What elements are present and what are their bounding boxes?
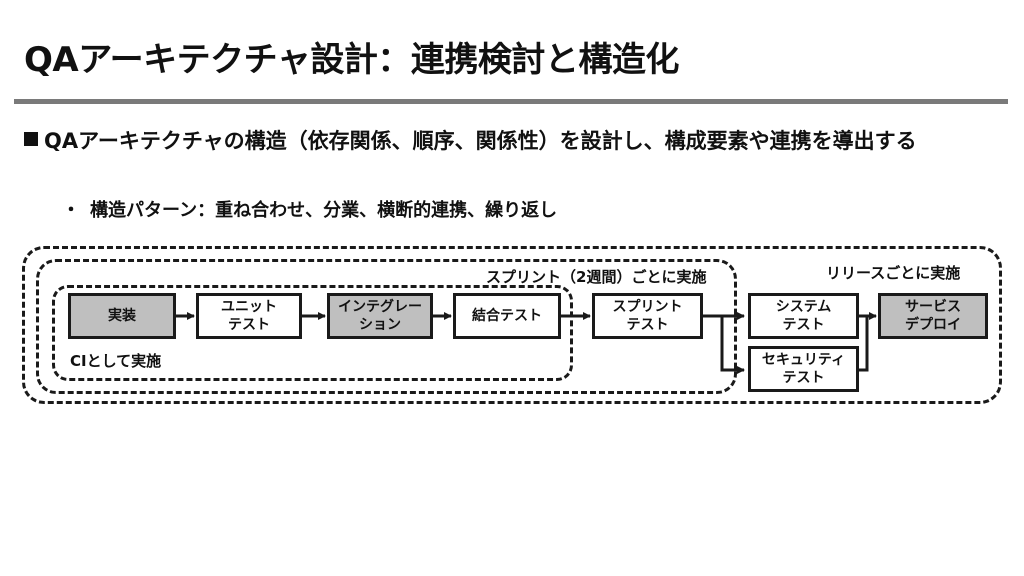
sub-bullet-text: 構造パターン：重ね合わせ、分業、横断的連携、繰り返し (90, 200, 558, 221)
sprint-region-label: スプリント（2週間）ごとに実施 (486, 268, 707, 286)
sub-bullet-marker: ・ (62, 200, 80, 221)
node-integration: インテグレー ション (327, 293, 433, 339)
node-sprint-test: スプリント テスト (592, 293, 703, 339)
main-bullet: QAアーキテクチャの構造（依存関係、順序、関係性）を設計し、構成要素や連携を導出… (24, 126, 999, 157)
node-unit-test: ユニット テスト (196, 293, 302, 339)
node-security-test: セキュリティ テスト (748, 346, 859, 392)
node-combined-test: 結合テスト (453, 293, 561, 339)
arrow-security-deploy (859, 316, 869, 372)
sub-bullet: ・構造パターン：重ね合わせ、分業、横断的連携、繰り返し (62, 196, 557, 222)
ci-region-label: CIとして実施 (70, 352, 162, 370)
arrow-sprint-security (720, 316, 745, 374)
release-region (22, 246, 1002, 404)
title-divider (14, 99, 1008, 104)
release-region-label: リリースごとに実施 (826, 264, 961, 282)
node-system-test: システム テスト (748, 293, 859, 339)
main-bullet-text: QAアーキテクチャの構造（依存関係、順序、関係性）を設計し、構成要素や連携を導出… (44, 129, 917, 153)
square-bullet-icon (24, 132, 38, 146)
sprint-region (36, 259, 737, 394)
ci-region (52, 285, 573, 381)
node-service-deploy: サービス デプロイ (878, 293, 988, 339)
node-implementation: 実装 (68, 293, 176, 339)
page-title: QAアーキテクチャ設計：連携検討と構造化 (24, 40, 679, 80)
